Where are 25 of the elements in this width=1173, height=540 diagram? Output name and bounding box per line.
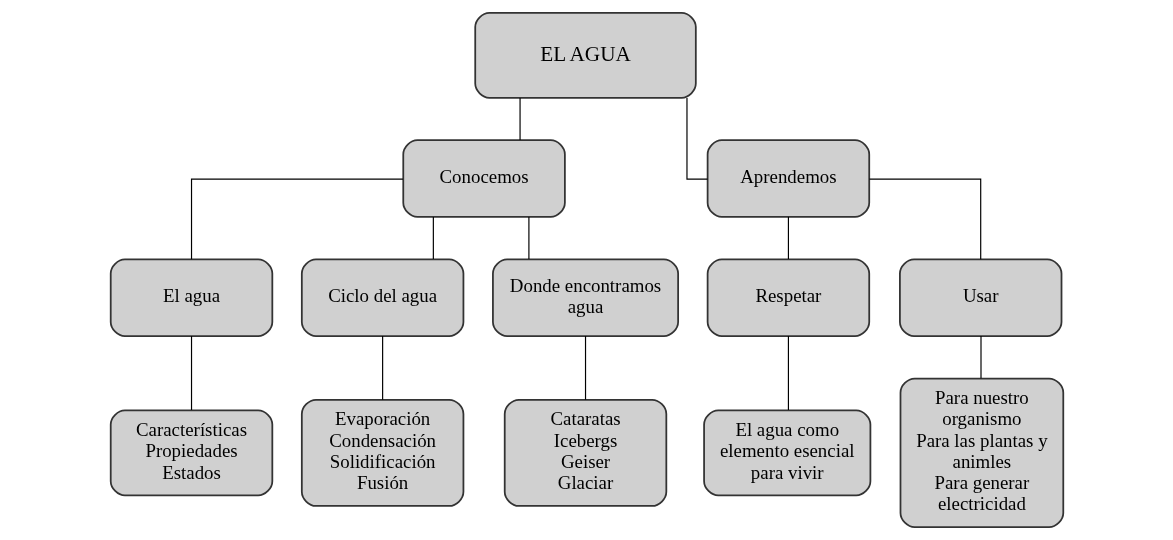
node-box: Donde encontramos agua <box>491 258 679 337</box>
node-box: Aprendemos <box>706 139 870 218</box>
node-box: El agua <box>109 258 273 337</box>
connector <box>685 97 708 180</box>
connector <box>190 335 192 411</box>
connector <box>868 178 981 260</box>
node-box: EL AGUA <box>473 11 697 99</box>
connector <box>787 335 789 411</box>
node-box: Para nuestro organismo Para las plantas y animles Para generar electricidad <box>899 377 1064 529</box>
connector <box>381 335 383 401</box>
connector <box>432 216 434 260</box>
node-box: El agua como elemento esencial para vivir <box>702 409 871 497</box>
node-box: Ciclo del agua <box>300 258 464 337</box>
node-box: Características Propiedades Estados <box>109 409 273 497</box>
connector <box>190 178 404 260</box>
connector <box>979 335 982 379</box>
node-box: Conocemos <box>401 139 566 218</box>
connector <box>518 97 521 141</box>
connector <box>787 216 789 260</box>
node-box: Cataratas Icebergs Geiser Glaciar <box>503 398 667 507</box>
node-box: Evaporación Condensación Solidificación Fusión <box>300 398 464 507</box>
connector <box>584 335 586 401</box>
node-box: Usar <box>898 258 1062 337</box>
connector <box>527 216 529 260</box>
node-box: Respetar <box>706 258 870 337</box>
